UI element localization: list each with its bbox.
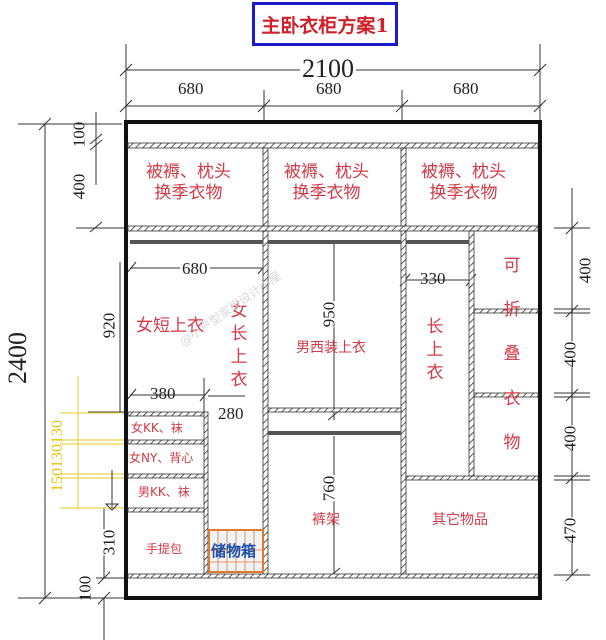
dim-bag-shelf: 310 [99, 529, 119, 556]
dim-long-coat-width: 280 [218, 404, 244, 423]
dim-middle-upper: 950 [319, 301, 339, 328]
label-women-long-top: 女长上衣 [230, 301, 248, 390]
dim-top-kick: 100 [69, 121, 89, 148]
label-men-suit-top: 男西装上衣 [296, 340, 366, 356]
label-handbag: 手提包 [146, 542, 183, 556]
dim-total-width: 2100 [300, 54, 356, 83]
label-drawer-2: 女NY、背心 [129, 451, 194, 465]
dim-drawer-width: 380 [150, 384, 176, 403]
page-title: 主卧衣柜方案1 [252, 2, 398, 46]
dim-col-3: 680 [453, 79, 479, 98]
label-drawer-1: 女KK、袜 [131, 421, 183, 435]
dim-right-2: 400 [560, 341, 580, 368]
label-long-top: 长上衣 [426, 317, 444, 383]
label-foldable-clothes: 可折叠衣物 [503, 256, 521, 453]
dim-col-2: 680 [316, 79, 342, 98]
label-top-middle: 被褥、枕头换季衣物 [284, 162, 369, 204]
label-top-left: 被褥、枕头换季衣物 [146, 162, 231, 204]
dim-col-1: 680 [178, 79, 204, 98]
storage-box-graphic [208, 529, 264, 573]
label-drawer-3: 男KK、袜 [138, 485, 190, 499]
dim-right-1: 400 [575, 257, 595, 284]
label-women-short-top: 女短上衣 [136, 316, 204, 336]
label-trouser-rack: 裤架 [312, 512, 340, 528]
dim-drawers-stack: 150130130 [49, 420, 66, 492]
dim-middle-lower: 760 [319, 475, 339, 502]
dim-hanging: 920 [99, 312, 119, 339]
label-storage-box: 储物箱 [211, 542, 257, 560]
dim-left-rod-width: 680 [180, 259, 210, 278]
dim-right-4: 470 [560, 517, 580, 544]
dim-total-height: 2400 [3, 332, 32, 384]
label-other-items: 其它物品 [432, 512, 488, 528]
dim-top-shelf: 400 [69, 173, 89, 200]
dim-bottom-kick: 100 [75, 575, 95, 602]
label-top-right: 被褥、枕头换季衣物 [421, 162, 506, 204]
dim-right-long-width: 330 [420, 269, 446, 288]
dim-right-3: 400 [560, 425, 580, 452]
